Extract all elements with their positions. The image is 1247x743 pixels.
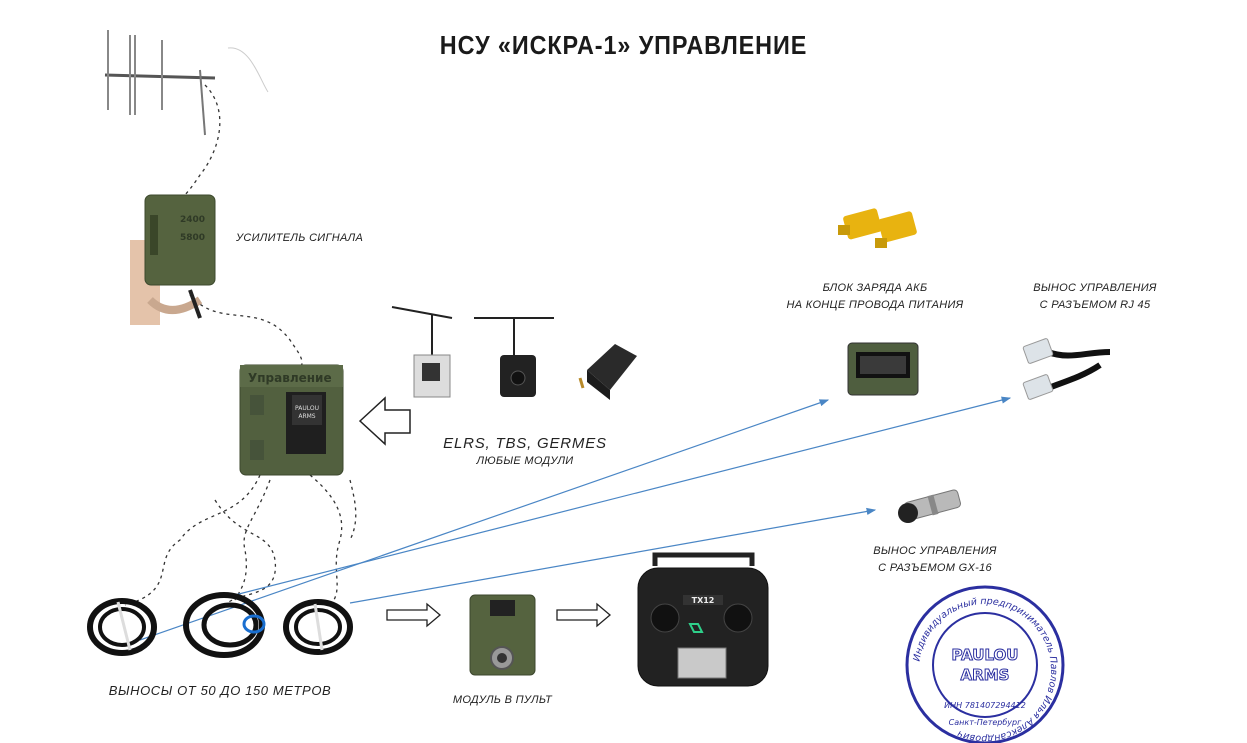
stamp-logo-1: PAULOU <box>952 646 1019 664</box>
cable-coils <box>87 592 353 658</box>
stamp-logo-2: ARMS <box>961 666 1010 684</box>
radio-transmitter: TX12 <box>637 552 769 687</box>
hollow-arrow-right-2 <box>556 602 612 628</box>
rj45-cables <box>1022 338 1111 400</box>
charger-label-line1: БЛОК ЗАРЯДА АКБ <box>822 282 928 294</box>
tbs-module <box>474 317 554 397</box>
amplifier-print-1: 2400 <box>180 215 205 225</box>
control-box-logo-2: ARMS <box>298 413 315 420</box>
elrs-module <box>391 306 453 398</box>
charger-label-line2: НА КОНЦЕ ПРОВОДА ПИТАНИЯ <box>786 299 964 311</box>
control-box: Управление PAULOU ARMS <box>239 364 344 476</box>
remote-model-label: TX12 <box>692 596 715 605</box>
germes-module <box>578 344 637 400</box>
stamp-inn: ИНН 781407294412 <box>944 701 1026 710</box>
gx16-label-line2: С РАЗЪЕМОМ GX-16 <box>878 562 992 574</box>
cables-label: ВЫНОСЫ ОТ 50 ДО 150 МЕТРОВ <box>108 683 332 698</box>
rj45-label-line2: С РАЗЪЕМОМ RJ 45 <box>1039 299 1151 311</box>
modules-label-line2: ЛЮБЫЕ МОДУЛИ <box>476 455 574 467</box>
gx16-label-line1: ВЫНОС УПРАВЛЕНИЯ <box>873 545 997 557</box>
amplifier-label: УСИЛИТЕЛЬ СИГНАЛА <box>236 232 364 244</box>
remote-module <box>469 594 536 676</box>
modules-label: ELRS, TBS, GERMES ЛЮБЫЕ МОДУЛИ <box>420 434 630 470</box>
control-box-logo-1: PAULOU <box>295 405 319 412</box>
charger-label: БЛОК ЗАРЯДА АКБ НА КОНЦЕ ПРОВОДА ПИТАНИЯ <box>770 280 980 314</box>
hollow-arrow-left <box>358 396 411 446</box>
amplifier-print-2: 5800 <box>180 233 205 243</box>
xt60-connectors <box>838 208 917 248</box>
dotted-cables <box>124 84 357 606</box>
battery-charger <box>847 342 919 396</box>
control-box-label: Управление <box>248 371 332 385</box>
gx16-label: ВЫНОС УПРАВЛЕНИЯ С РАЗЪЕМОМ GX-16 <box>855 543 1015 577</box>
modules-label-line1: ELRS, TBS, GERMES <box>443 435 607 452</box>
yagi-antenna <box>104 30 269 136</box>
hollow-arrow-right-1 <box>386 602 442 628</box>
page-title: НСУ «ИСКРА-1» УПРАВЛЕНИЕ <box>439 30 808 60</box>
rj45-label: ВЫНОС УПРАВЛЕНИЯ С РАЗЪЕМОМ RJ 45 <box>1010 280 1180 314</box>
blue-arrows <box>139 396 1012 641</box>
company-stamp: Индивидуальный предприниматель Павлов Ил… <box>905 585 1065 743</box>
gx16-connector <box>898 489 961 523</box>
signal-amplifier: 2400 5800 <box>130 194 216 325</box>
stamp-city: Санкт-Петербург <box>949 718 1022 727</box>
module-to-remote-label: МОДУЛЬ В ПУЛЬТ <box>452 694 553 706</box>
rj45-label-line1: ВЫНОС УПРАВЛЕНИЯ <box>1033 282 1157 294</box>
